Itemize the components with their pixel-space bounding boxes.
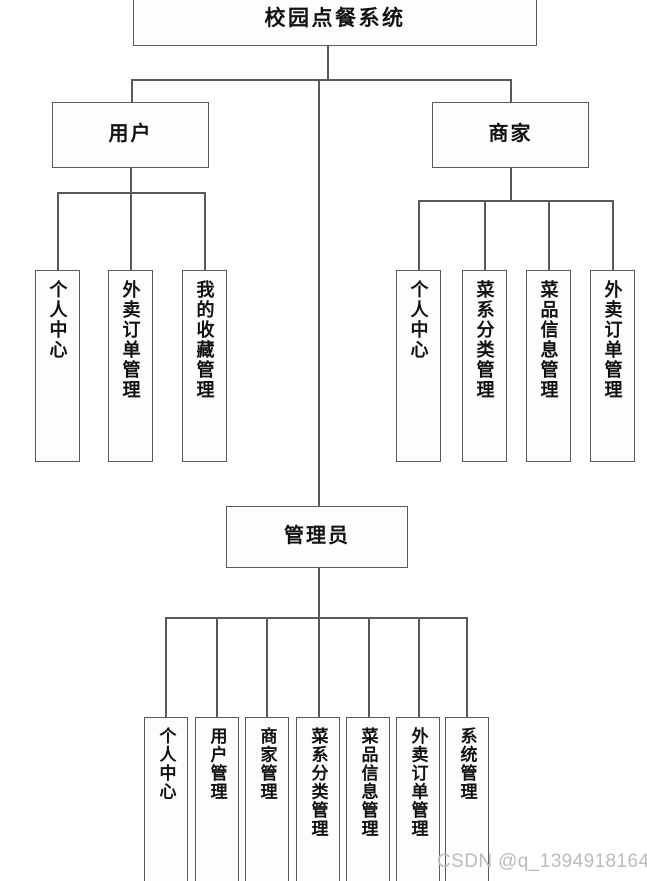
connector-admin-child-2 (216, 617, 218, 717)
node-user-takeout-order: 外卖订单管理 (108, 270, 153, 462)
connector-user-child-1 (57, 192, 59, 271)
node-label-merchant-cuisine-category: 菜系分类管理 (474, 280, 495, 400)
node-label-merchant-dish-info: 菜品信息管理 (538, 280, 559, 400)
node-label-admin-user-mgmt: 用户管理 (207, 727, 227, 801)
connector-user-stem (130, 168, 132, 192)
connector-admin-child-4 (318, 617, 320, 717)
connector-user-child-3 (204, 192, 206, 271)
node-label-admin-system-mgmt: 系统管理 (457, 727, 477, 801)
connector-drop-admin (318, 79, 320, 506)
node-label-admin-dish-info: 菜品信息管理 (358, 727, 378, 838)
node-label-user-favorites: 我的收藏管理 (194, 280, 215, 400)
connector-level1-bus (131, 79, 511, 81)
node-admin-cuisine-category: 菜系分类管理 (296, 717, 340, 881)
connector-merchant-child-4 (612, 200, 614, 271)
node-user-favorites: 我的收藏管理 (182, 270, 227, 462)
node-label-admin-profile: 个人中心 (156, 727, 176, 801)
node-label-user: 用户 (108, 123, 153, 146)
node-label-admin-takeout-order: 外卖订单管理 (408, 727, 428, 838)
node-label-admin-cuisine-category: 菜系分类管理 (308, 727, 328, 838)
node-label-merchant-profile: 个人中心 (408, 280, 429, 360)
node-label-merchant: 商家 (488, 123, 533, 146)
node-label-root: 校园点餐系统 (264, 6, 406, 30)
node-label-admin: 管理员 (284, 525, 350, 548)
node-merchant-dish-info: 菜品信息管理 (526, 270, 571, 462)
node-root-system: 校园点餐系统 (133, 0, 537, 46)
connector-admin-child-7 (466, 617, 468, 717)
node-admin-merchant-mgmt: 商家管理 (245, 717, 289, 881)
node-merchant-profile: 个人中心 (396, 270, 441, 462)
node-admin-dish-info: 菜品信息管理 (346, 717, 390, 881)
node-merchant-cuisine-category: 菜系分类管理 (462, 270, 507, 462)
node-admin-system-mgmt: 系统管理 (445, 717, 489, 881)
connector-user-child-2 (130, 192, 132, 271)
node-label-admin-merchant-mgmt: 商家管理 (257, 727, 277, 801)
node-admin-takeout-order: 外卖订单管理 (396, 717, 440, 881)
node-label-user-profile: 个人中心 (47, 280, 68, 360)
connector-admin-child-6 (418, 617, 420, 717)
connector-drop-merchant (510, 79, 512, 102)
node-user: 用户 (52, 102, 209, 168)
node-label-user-takeout-order: 外卖订单管理 (120, 280, 141, 400)
connector-root-stem (327, 46, 329, 79)
connector-admin-child-3 (266, 617, 268, 717)
connector-admin-child-5 (368, 617, 370, 717)
node-admin: 管理员 (226, 506, 408, 568)
node-admin-user-mgmt: 用户管理 (195, 717, 239, 881)
connector-merchant-child-3 (548, 200, 550, 271)
node-admin-profile: 个人中心 (144, 717, 188, 881)
node-user-profile: 个人中心 (35, 270, 80, 462)
connector-admin-bus (165, 617, 467, 619)
connector-drop-user (131, 79, 133, 102)
connector-admin-child-1 (165, 617, 167, 717)
node-merchant: 商家 (432, 102, 589, 168)
connector-merchant-stem (510, 168, 512, 200)
connector-merchant-bus (418, 200, 614, 202)
connector-merchant-child-1 (418, 200, 420, 271)
connector-merchant-child-2 (484, 200, 486, 271)
node-merchant-takeout-order: 外卖订单管理 (590, 270, 635, 462)
connector-admin-stem (318, 568, 320, 617)
node-label-merchant-takeout-order: 外卖订单管理 (602, 280, 623, 400)
